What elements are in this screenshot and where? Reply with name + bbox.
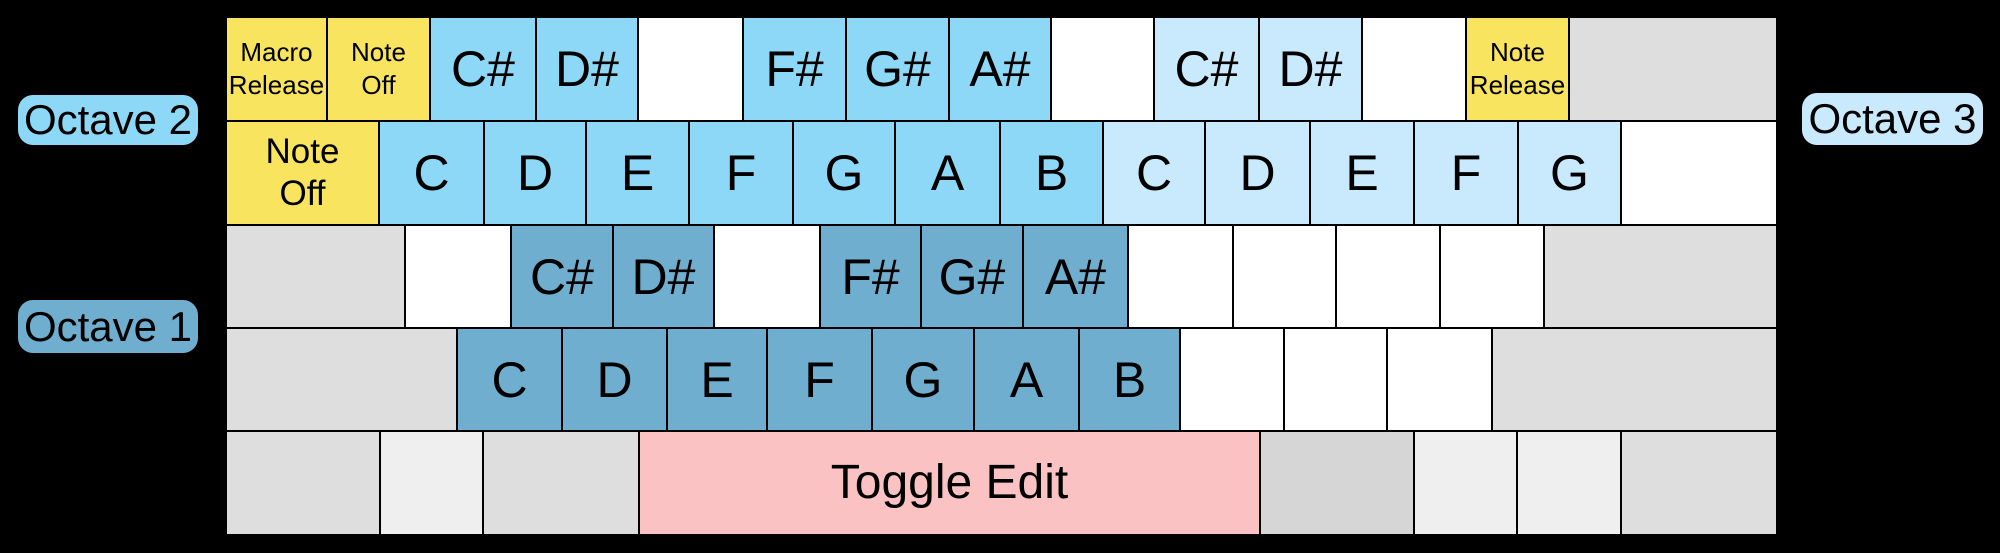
key-a-sharp: A# <box>948 16 1052 122</box>
key-g: G <box>1517 120 1622 226</box>
key-b: B <box>1078 327 1181 432</box>
key-blank <box>1543 224 1778 329</box>
key-blank <box>1386 327 1493 432</box>
key-e: E <box>585 120 690 226</box>
key-note-off: Note Off <box>225 120 380 226</box>
key-blank <box>1259 430 1415 536</box>
key-blank <box>1620 120 1778 226</box>
key-d-sharp: D# <box>1258 16 1363 122</box>
key-blank <box>379 430 484 536</box>
key-blank <box>225 430 381 536</box>
key-f-sharp: F# <box>819 224 922 329</box>
key-a: A <box>973 327 1080 432</box>
key-f-sharp: F# <box>742 16 847 122</box>
key-macro-release: Macro Release <box>225 16 328 122</box>
key-note-off: Note Off <box>326 16 431 122</box>
key-blank <box>713 224 821 329</box>
key-blank <box>1050 16 1155 122</box>
key-blank <box>1439 224 1545 329</box>
key-blank <box>1568 16 1778 122</box>
key-f: F <box>1413 120 1519 226</box>
key-f: F <box>766 327 873 432</box>
key-e: E <box>1309 120 1415 226</box>
key-d-sharp: D# <box>612 224 715 329</box>
key-g-sharp: G# <box>920 224 1024 329</box>
key-c: C <box>1102 120 1206 226</box>
key-toggle-edit: Toggle Edit <box>638 430 1261 536</box>
key-blank <box>1516 430 1622 536</box>
key-blank <box>404 224 512 329</box>
key-blank <box>1283 327 1388 432</box>
key-d: D <box>1204 120 1311 226</box>
key-e: E <box>666 327 768 432</box>
key-f: F <box>688 120 794 226</box>
key-d-sharp: D# <box>535 16 639 122</box>
key-c: C <box>378 120 485 226</box>
octave-3-label: Octave 3 <box>1802 93 1983 145</box>
key-blank <box>1335 224 1441 329</box>
key-c-sharp: C# <box>510 224 614 329</box>
key-blank <box>637 16 744 122</box>
octave-1-label: Octave 1 <box>18 300 198 353</box>
key-a: A <box>894 120 1001 226</box>
key-c-sharp: C# <box>429 16 537 122</box>
key-b: B <box>999 120 1104 226</box>
key-blank <box>1491 327 1778 432</box>
key-g-sharp: G# <box>845 16 950 122</box>
key-blank <box>1127 224 1234 329</box>
key-g: G <box>871 327 975 432</box>
octave-2-label: Octave 2 <box>18 95 198 145</box>
key-d: D <box>483 120 587 226</box>
key-blank <box>225 327 458 432</box>
key-blank <box>1413 430 1518 536</box>
key-blank <box>1620 430 1778 536</box>
key-blank <box>1361 16 1467 122</box>
key-blank <box>1232 224 1337 329</box>
key-c: C <box>456 327 563 432</box>
key-d: D <box>561 327 668 432</box>
key-c-sharp: C# <box>1153 16 1260 122</box>
key-note-release: Note Release <box>1465 16 1570 122</box>
key-blank <box>225 224 406 329</box>
key-g: G <box>792 120 896 226</box>
key-blank <box>482 430 640 536</box>
key-a-sharp: A# <box>1022 224 1129 329</box>
key-blank <box>1179 327 1285 432</box>
